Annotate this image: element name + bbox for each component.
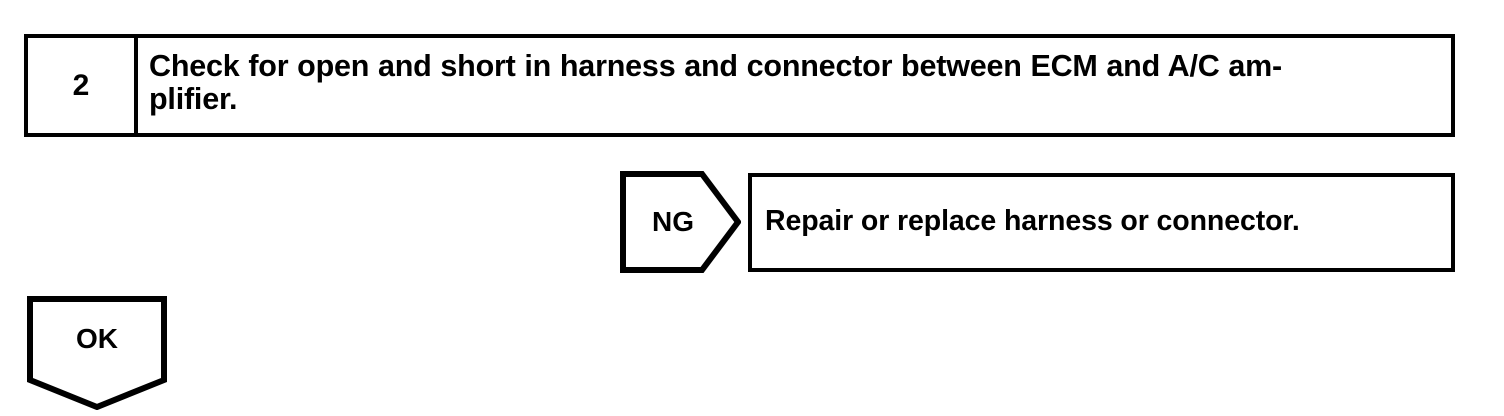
step-number: 2 [72,68,90,102]
step-instruction-text: Check for open and short in harness and … [149,49,1282,116]
branch-ok-pentagon: OK [27,296,167,410]
ng-result-box: Repair or replace harness or connector. [748,173,1455,272]
step-instruction-cell: Check for open and short in harness and … [138,38,1451,133]
branch-ng-chevron: NG [620,171,741,273]
ng-chevron-shape [620,171,741,273]
step-row: 2 Check for open and short in harness an… [24,34,1455,137]
step-number-cell: 2 [28,38,138,133]
ok-pentagon-shape [27,296,167,410]
branch-ng-label: NG [652,206,694,237]
branch-ok-label: OK [76,323,118,354]
ng-result-text: Repair or replace harness or connector. [765,205,1300,238]
